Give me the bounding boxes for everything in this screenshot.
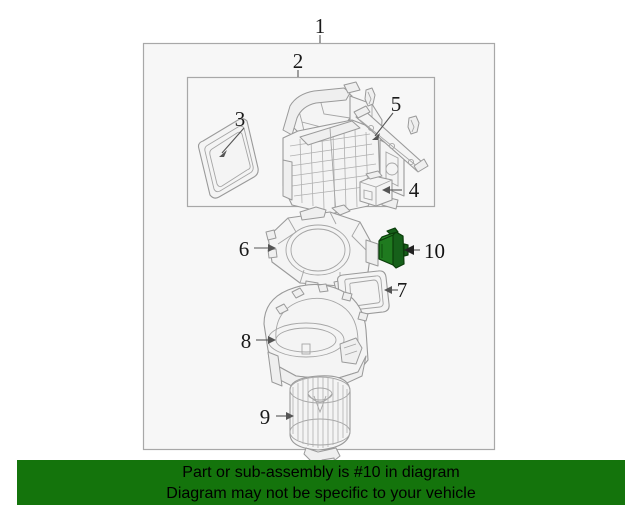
part-blower-housing: [263, 283, 369, 389]
arrowhead-6: [268, 244, 276, 252]
arrowhead-9: [286, 412, 294, 420]
callout-label-6: 6: [239, 237, 250, 261]
arrowhead-4: [382, 186, 390, 194]
callout-label-1: 1: [315, 14, 326, 38]
callout-label-5: 5: [391, 92, 402, 116]
arrowhead-10: [404, 245, 414, 255]
disclaimer-banner: Part or sub-assembly is #10 in diagram D…: [17, 460, 625, 505]
part-blower-wheel: [289, 375, 351, 473]
disclaimer-line-2: Diagram may not be specific to your vehi…: [166, 484, 476, 502]
part-clip-right: [407, 115, 420, 135]
arrowhead-5: [372, 133, 380, 140]
disclaimer-line-1: Part or sub-assembly is #10 in diagram: [182, 463, 460, 481]
arrowhead-3: [219, 150, 227, 157]
callout-label-2: 2: [293, 49, 304, 73]
callout-label-7: 7: [397, 278, 408, 302]
callout-label-3: 3: [235, 107, 246, 131]
callout-label-10: 10: [424, 239, 445, 263]
part-small-connector: [359, 170, 393, 207]
leader-line-5: [374, 112, 394, 137]
arrowhead-8: [268, 336, 276, 344]
leader-line-3: [221, 127, 245, 154]
part-mounting-rail: [353, 105, 429, 173]
part-clip-upper: [364, 87, 376, 107]
callout-label-9: 9: [260, 405, 271, 429]
part-blower-motor-resistor-highlighted: [378, 227, 409, 269]
arrowhead-7: [384, 286, 392, 294]
callout-label-8: 8: [241, 329, 252, 353]
part-cabin-air-filter: [197, 118, 259, 199]
callout-label-4: 4: [409, 178, 420, 202]
